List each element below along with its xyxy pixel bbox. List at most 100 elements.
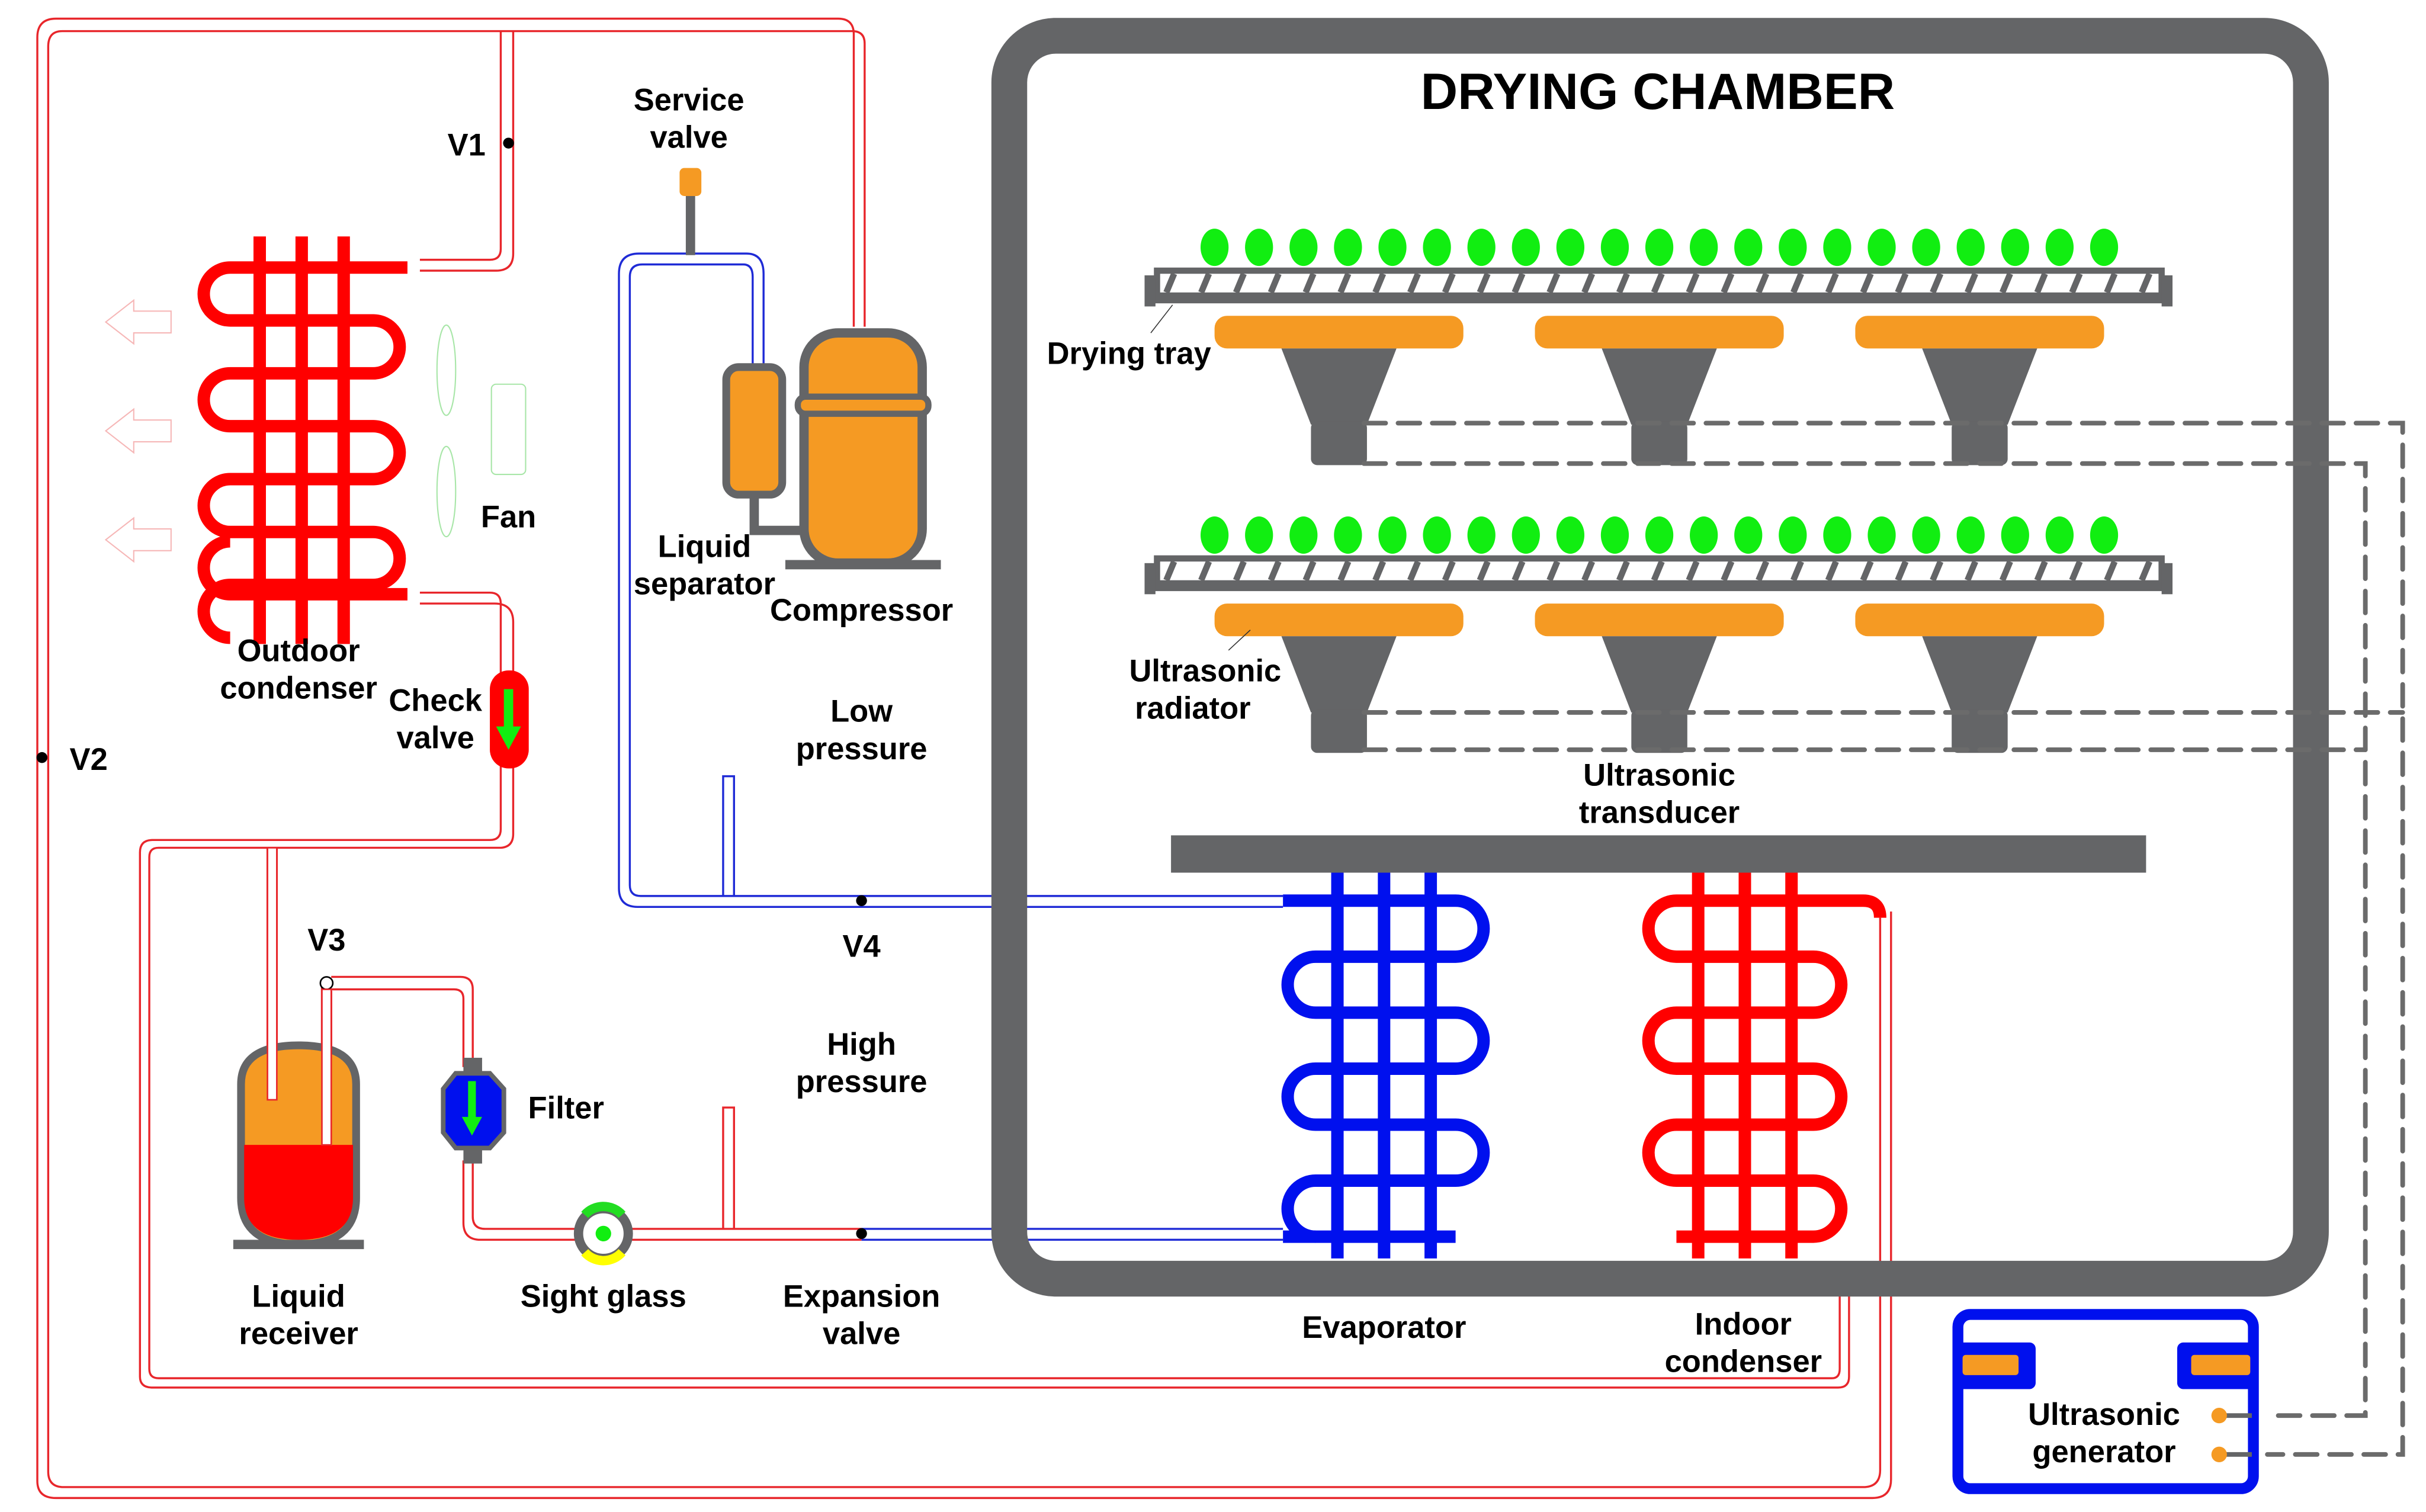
material-piece bbox=[1289, 516, 1318, 554]
ultrasonic-transducer bbox=[1281, 348, 1397, 425]
tray-slat bbox=[1442, 560, 1456, 582]
v3-valve-icon bbox=[319, 976, 334, 990]
ultrasonic-transducer bbox=[1922, 348, 2037, 425]
tray-slat bbox=[1546, 560, 1561, 582]
service-valve-label-2: valve bbox=[650, 120, 727, 155]
v2-label: V2 bbox=[70, 742, 108, 777]
material-piece bbox=[2090, 516, 2119, 554]
ultrasonic-radiator bbox=[1214, 316, 1464, 349]
tray-slat bbox=[1233, 272, 1247, 294]
service-valve-label: Service bbox=[634, 82, 745, 117]
tray-slat bbox=[1721, 272, 1735, 294]
ultrasonic-transducer bbox=[1602, 636, 1717, 712]
outdoor-condenser-label-2: condenser bbox=[220, 670, 377, 705]
tray-slat bbox=[1756, 560, 1770, 582]
tray-leg bbox=[1144, 275, 1156, 307]
ultrasonic-radiator bbox=[1855, 603, 2104, 637]
tray-slat bbox=[1163, 560, 1177, 582]
material-piece bbox=[1690, 516, 1718, 554]
condenser-outlet-pipe bbox=[139, 592, 1850, 1389]
ultrasonic-transducer-base bbox=[1631, 421, 1687, 466]
sight-glass-label: Sight glass bbox=[521, 1279, 686, 1314]
material-piece bbox=[1734, 229, 1763, 267]
compressor-label: Compressor bbox=[770, 593, 953, 628]
tray-slat bbox=[1546, 272, 1561, 294]
expansion-valve-label: Expansion bbox=[783, 1279, 941, 1314]
radiator-leader bbox=[1228, 630, 1251, 651]
material-piece bbox=[2001, 516, 2029, 554]
tray-slat bbox=[1930, 272, 1944, 294]
material-piece bbox=[1600, 229, 1629, 267]
tray-slat bbox=[1337, 272, 1352, 294]
tray-slat bbox=[1372, 560, 1387, 582]
tray-slat bbox=[1860, 272, 1874, 294]
tray-slat bbox=[1267, 560, 1282, 582]
airflow-arrows bbox=[104, 298, 172, 563]
ultrasonic-radiator bbox=[1535, 316, 1784, 349]
material-piece bbox=[1600, 516, 1629, 554]
fan-label: Fan bbox=[481, 499, 536, 534]
airflow-arrow-icon bbox=[104, 516, 172, 563]
tray-slat bbox=[1302, 560, 1317, 582]
material-piece bbox=[1956, 516, 1985, 554]
material-piece bbox=[1867, 229, 1896, 267]
v4-valve-icon bbox=[856, 895, 867, 906]
material-piece bbox=[1245, 229, 1273, 267]
indoor-condenser-coil-icon bbox=[1642, 872, 1886, 1259]
tray-slat bbox=[1581, 560, 1595, 582]
tray-slat bbox=[1267, 272, 1282, 294]
ultrasonic-radiator bbox=[1214, 603, 1464, 637]
airflow-arrow-icon bbox=[104, 407, 172, 454]
drying-tray-leader bbox=[1150, 304, 1173, 333]
liquid-separator-label: Liquid bbox=[658, 529, 751, 564]
expansion-valve-icon bbox=[856, 1228, 867, 1240]
material-piece bbox=[1734, 516, 1763, 554]
tray-slat bbox=[1581, 272, 1595, 294]
ultrasonic-generator-label: Ultrasonic bbox=[2028, 1397, 2180, 1432]
tray-slat bbox=[1965, 560, 1978, 582]
check-valve-label: Check bbox=[389, 683, 482, 718]
v1-valve-icon bbox=[503, 137, 514, 149]
ultrasonic-transducer-base bbox=[1952, 709, 2008, 753]
tray-slat bbox=[1756, 272, 1770, 294]
v4-label: V4 bbox=[842, 929, 880, 964]
chamber-title: DRYING CHAMBER bbox=[1421, 63, 1895, 120]
filter-icon bbox=[441, 1058, 506, 1164]
fan-icon bbox=[436, 324, 527, 538]
ultrasonic-transducer-label: Ultrasonic bbox=[1583, 757, 1735, 792]
material-piece bbox=[1467, 516, 1496, 554]
liquid-separator-icon bbox=[722, 363, 809, 535]
material-piece bbox=[1956, 229, 1985, 267]
tray-slat bbox=[1198, 272, 1212, 294]
evaporator-label: Evaporator bbox=[1302, 1310, 1466, 1345]
ultrasonic-transducer-base bbox=[1311, 421, 1367, 466]
tray-slat bbox=[1999, 272, 2013, 294]
tray-slat bbox=[1651, 272, 1665, 294]
drying-chamber-wall bbox=[991, 18, 2329, 1297]
tray-slat bbox=[2034, 560, 2048, 582]
tray-slat bbox=[1895, 272, 1909, 294]
tray-slat bbox=[1477, 272, 1491, 294]
ultrasonic-transducer-base bbox=[1311, 709, 1367, 753]
drying-trays bbox=[1144, 229, 2173, 753]
tray-slat bbox=[1337, 560, 1352, 582]
liquid-receiver-label: Liquid bbox=[252, 1279, 345, 1314]
tray-slat bbox=[2104, 272, 2118, 294]
material-piece bbox=[1690, 229, 1718, 267]
tray-leg bbox=[1144, 563, 1156, 595]
tray-slat bbox=[1407, 272, 1421, 294]
tray-slat bbox=[2034, 272, 2048, 294]
tray-slat bbox=[1965, 272, 1978, 294]
tray-slat bbox=[1198, 560, 1212, 582]
low-pressure-label-2: pressure bbox=[796, 731, 928, 766]
tray-leg bbox=[2161, 563, 2173, 595]
liquid-receiver-label-2: receiver bbox=[239, 1316, 358, 1351]
material-piece bbox=[1378, 229, 1407, 267]
outdoor-condenser-label: Outdoor bbox=[238, 633, 360, 668]
ultrasonic-radiator bbox=[1855, 316, 2104, 349]
tray-slat bbox=[1721, 560, 1735, 582]
compressor-icon bbox=[785, 328, 941, 570]
tray-slat bbox=[1616, 560, 1630, 582]
tray-slat bbox=[1442, 272, 1456, 294]
indoor-condenser-label: Indoor bbox=[1695, 1307, 1792, 1342]
